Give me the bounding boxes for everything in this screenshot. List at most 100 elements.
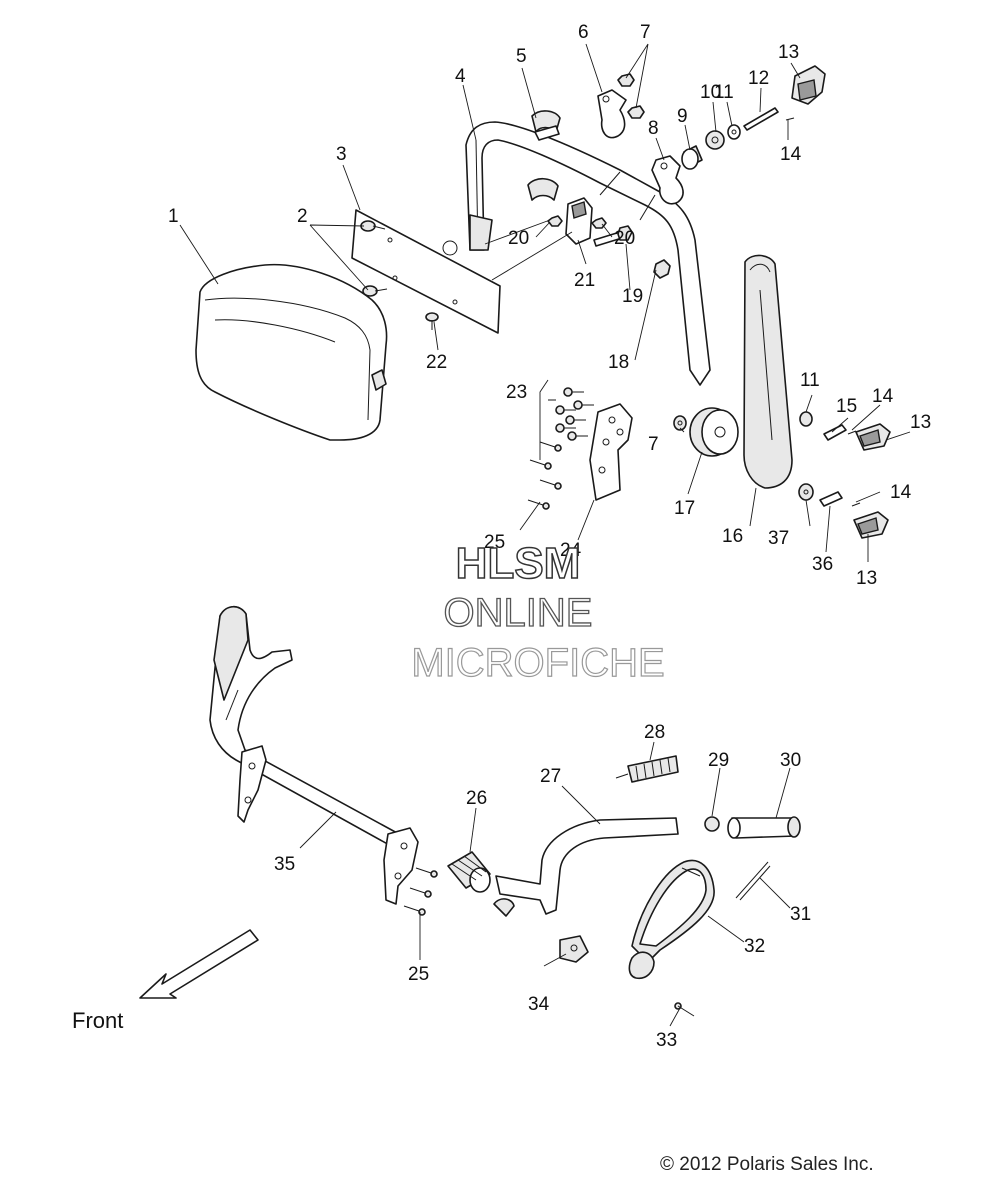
callout-20-right: 20: [614, 228, 635, 249]
clip-pin-14-lower: [851, 502, 861, 507]
bushing-10: [705, 130, 725, 150]
callout-20-left: 20: [508, 228, 529, 249]
callout-11-lower: 11: [800, 370, 820, 391]
pin-12: [743, 107, 779, 131]
knob-13-mid: [855, 423, 891, 451]
callout-numbers: 1 2 3 4 5 6 7 8 9 10 11 12 13 14 20 20 2…: [168, 22, 931, 1051]
bent-bar-27: [493, 817, 679, 917]
callout-7-upper: 7: [640, 22, 651, 43]
rivet-33: [674, 1002, 695, 1017]
bolt-19: [593, 225, 633, 247]
screw-22: [425, 312, 439, 330]
washer-7-lower: [673, 415, 687, 431]
callout-37: 37: [768, 528, 789, 549]
callout-36: 36: [812, 554, 833, 575]
spacer-9: [681, 145, 703, 170]
front-arrow-icon: [139, 929, 259, 999]
callout-15: 15: [836, 396, 857, 417]
front-label: Front: [72, 1008, 123, 1033]
callout-33: 33: [656, 1030, 677, 1051]
callout-4: 4: [455, 66, 466, 87]
nut-18: [653, 259, 671, 279]
rivets-25-upper: [527, 441, 562, 510]
upper-backrest-bar: [465, 121, 711, 386]
backrest-pad: [195, 263, 388, 441]
callout-5: 5: [516, 46, 527, 67]
callout-21: 21: [574, 270, 595, 291]
cap-29: [704, 816, 720, 832]
watermark-line-3: MICROFICHE: [411, 641, 664, 685]
knob-13-upper: [791, 65, 826, 105]
callout-13-upper: 13: [778, 42, 799, 63]
bracket-8: [651, 155, 684, 205]
arm-16: [743, 254, 793, 489]
pin-36: [819, 491, 843, 507]
pin-15: [823, 424, 847, 441]
callout-12: 12: [748, 68, 769, 89]
guard-32: [628, 859, 715, 980]
callout-18: 18: [608, 352, 629, 373]
callout-14-mid: 14: [872, 386, 894, 407]
callout-1: 1: [168, 206, 179, 227]
callout-24: 24: [560, 540, 582, 561]
spring-28: [615, 755, 679, 783]
callout-7-lower: 7: [648, 434, 659, 455]
callout-16: 16: [722, 526, 743, 547]
watermark-line-1: HLSM: [456, 539, 581, 588]
knob-13-lower: [853, 511, 889, 539]
callout-8: 8: [648, 118, 659, 139]
bracket-21: [565, 197, 593, 245]
clip-pin-14-upper: [785, 117, 795, 121]
callout-3: 3: [336, 144, 347, 165]
bracket-6: [597, 89, 627, 139]
nut-7-upper: [617, 73, 645, 119]
bracket-35-left: [237, 745, 267, 823]
rod-31: [735, 861, 771, 901]
callout-34: 34: [528, 994, 550, 1015]
callout-25-upper: 25: [484, 532, 505, 553]
callout-19: 19: [622, 286, 643, 307]
callout-9: 9: [677, 106, 688, 127]
rivets-25-lower: [403, 867, 438, 916]
callout-27: 27: [540, 766, 561, 787]
callout-22: 22: [426, 352, 447, 373]
watermark: HLSM ONLINE MICROFICHE: [411, 538, 666, 685]
leader-lines: [179, 43, 911, 1027]
washer-11-lower: [799, 411, 813, 427]
callout-29: 29: [708, 750, 729, 771]
bracket-24: [589, 403, 633, 501]
copyright-text: © 2012 Polaris Sales Inc.: [660, 1154, 874, 1175]
callout-31: 31: [790, 904, 811, 925]
clamp-lower: [527, 177, 559, 201]
callout-14-lower: 14: [890, 482, 912, 503]
callout-14-upper: 14: [780, 144, 802, 165]
callout-26: 26: [466, 788, 487, 809]
mounting-plate: [351, 209, 501, 334]
callout-17: 17: [674, 498, 695, 519]
callout-13-mid: 13: [910, 412, 931, 433]
callout-32: 32: [744, 936, 765, 957]
switch-34: [559, 935, 589, 963]
nut-20: [547, 215, 607, 229]
grip-30: [727, 816, 801, 839]
callout-6: 6: [578, 22, 589, 43]
washer-11-upper: [727, 124, 741, 140]
bracket-35-right: [383, 827, 419, 905]
callout-2: 2: [297, 206, 308, 227]
callout-35: 35: [274, 854, 295, 875]
lower-bar-35: [209, 605, 411, 853]
watermark-line-2: ONLINE: [444, 591, 593, 635]
callout-10: 10: [700, 82, 721, 103]
grip-sleeve-26: [447, 851, 491, 893]
clamp-5: [531, 110, 561, 141]
callout-13-lower: 13: [856, 568, 877, 589]
bolts-23: [555, 387, 594, 441]
washer-37: [798, 483, 814, 501]
roller-17: [689, 407, 739, 457]
callout-11-upper: 11: [714, 82, 734, 103]
callout-30: 30: [780, 750, 801, 771]
callout-23: 23: [506, 382, 527, 403]
callout-25-lower: 25: [408, 964, 429, 985]
callout-28: 28: [644, 722, 665, 743]
